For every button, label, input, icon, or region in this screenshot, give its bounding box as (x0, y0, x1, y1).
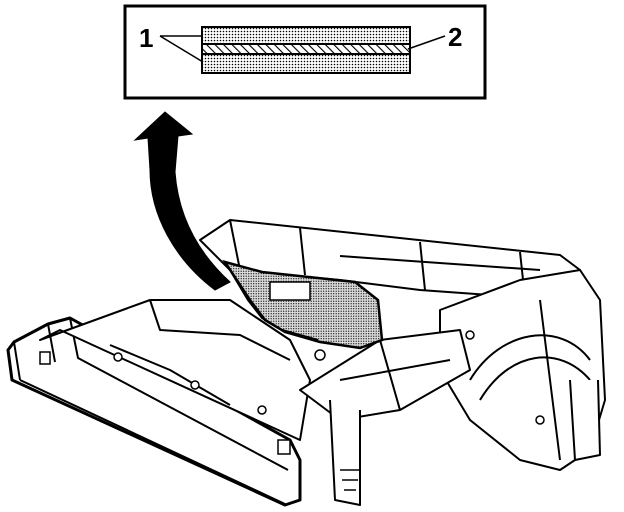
curved-arrow-icon (133, 111, 231, 291)
bumper-beam (6, 316, 302, 507)
leader-line-2 (407, 35, 446, 50)
callout-label-2: 2 (448, 22, 462, 52)
panel-layer-top (201, 26, 411, 45)
leader-line-1b (159, 35, 204, 63)
inset-detail: 1 2 (123, 4, 487, 100)
structure-detail-marks (39, 330, 545, 491)
left-frame-rail (39, 299, 311, 441)
panel-opening (269, 281, 311, 301)
adhesive-layer (201, 43, 411, 55)
sealed-panel (222, 259, 384, 350)
sealed-panel-flange (229, 269, 319, 341)
panel-layer-bottom (201, 53, 411, 74)
callout-label-1: 1 (139, 23, 153, 53)
vehicle-front-structure (6, 219, 606, 507)
